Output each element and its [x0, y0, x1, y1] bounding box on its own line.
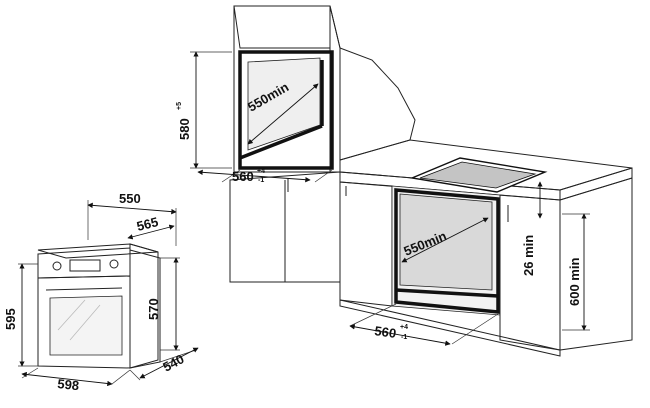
oven	[37, 243, 161, 369]
oven-height-label: 595	[3, 308, 18, 330]
upper-height-label: 580	[177, 118, 192, 140]
lower-width-label: 560	[374, 323, 398, 341]
upper-niche-outline	[238, 50, 334, 170]
lower-niche-outline	[394, 188, 500, 314]
tall-cabinet	[229, 5, 416, 283]
knob-right-icon	[109, 259, 119, 269]
lower-width-tol-top: +4	[400, 324, 408, 331]
oven-depth-front-label: 565	[135, 214, 160, 234]
knob-left-icon	[52, 261, 62, 271]
upper-height-tolerance: +5	[176, 102, 183, 110]
oven-width-label: 598	[57, 376, 80, 393]
display-icon	[69, 259, 101, 272]
upper-width-tol-bottom: -1	[258, 177, 264, 184]
upper-width-label: 560	[232, 169, 254, 184]
upper-width-tol-top: +4	[257, 168, 265, 175]
lower-width-tol-bottom: -1	[401, 334, 407, 341]
oven-depth-top-label: 550	[119, 191, 141, 206]
height-min-label: 600 min	[567, 258, 582, 306]
gap-min-label: 26 min	[521, 235, 536, 276]
oven-inner-height-label: 570	[146, 298, 161, 320]
dimensions	[18, 51, 590, 387]
